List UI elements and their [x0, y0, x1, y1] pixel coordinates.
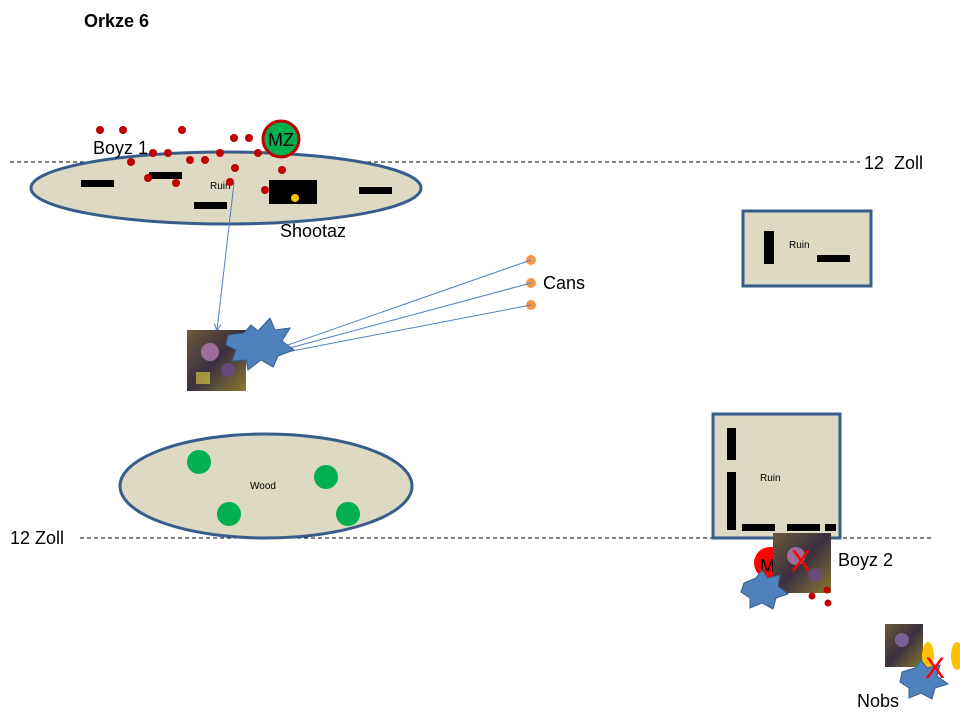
ruin-top-right-label: Ruin: [789, 240, 810, 251]
ruin-bottom-right-label: Ruin: [760, 473, 781, 484]
mz-bottom-label: M: [760, 556, 775, 576]
wood-label: Wood: [250, 481, 276, 492]
explosion-icon: [899, 659, 950, 700]
boyz2-model-photo: [773, 533, 831, 593]
mz-top-label: MZ: [268, 130, 294, 150]
destroyed-x-icon: X: [925, 652, 945, 685]
nobs-label: Nobs: [857, 691, 899, 711]
ruin-top-right: Ruin: [741, 209, 873, 288]
nobs-group: X: [885, 624, 960, 700]
cans-label: Cans: [543, 273, 585, 293]
ruin-bottom-right: Ruin: [711, 412, 842, 540]
explosion-icon: [740, 569, 790, 610]
boyz1-label: Boyz 1: [93, 138, 148, 158]
boyz2-group: M X: [740, 533, 832, 610]
ruin-left-label: Ruin: [210, 181, 231, 192]
ruin-left: Ruin: [29, 150, 423, 226]
nobs-model-photo: [885, 624, 923, 667]
deployment-label-bottom: 12 Zoll: [10, 528, 64, 548]
deployment-label-top: 12 Zoll: [864, 153, 923, 173]
boyz2-label: Boyz 2: [838, 550, 893, 570]
cans-models: [526, 255, 536, 310]
slide-title: Orkze 6: [84, 11, 149, 31]
destroyed-x-icon: X: [791, 545, 811, 578]
mz-marker-top: MZ: [261, 119, 301, 159]
shootaz-label: Shootaz: [280, 221, 346, 241]
explosion-icon: [225, 317, 296, 371]
wood: Wood: [118, 432, 414, 540]
